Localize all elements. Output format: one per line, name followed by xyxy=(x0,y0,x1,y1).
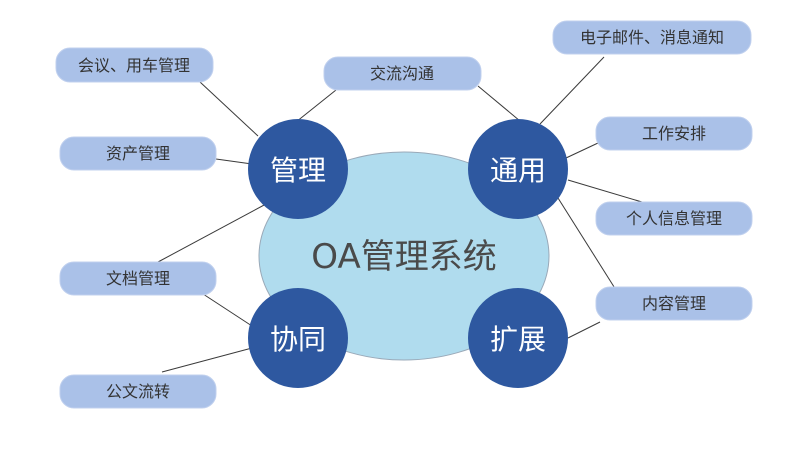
hub-general-circle xyxy=(468,119,568,219)
leaf-asset-label: 资产管理 xyxy=(106,144,170,163)
connector-official-doc xyxy=(161,347,253,373)
leaf-meeting-vehicle-label: 会议、用车管理 xyxy=(78,56,190,75)
leaf-communication-box xyxy=(323,56,482,91)
leaf-meeting-vehicle: 会议、用车管理 xyxy=(55,47,214,83)
connector-document xyxy=(157,203,267,263)
center-label: OA管理系统 xyxy=(311,237,496,277)
leaf-personal-info-box xyxy=(595,201,753,236)
leaf-asset: 资产管理 xyxy=(59,136,217,171)
leaf-content-label: 内容管理 xyxy=(642,294,706,313)
leaf-asset-box xyxy=(59,136,217,171)
connector-work-schedule xyxy=(565,142,599,159)
leaf-content: 内容管理 xyxy=(595,286,753,321)
connector-content xyxy=(557,197,617,291)
leaf-work-schedule: 工作安排 xyxy=(595,116,753,151)
hub-manage-label: 管理 xyxy=(270,154,326,187)
leaf-meeting-vehicle-box xyxy=(55,47,214,83)
connector-content-extend xyxy=(567,321,601,339)
hub-collaborate-label: 协同 xyxy=(270,323,326,356)
leaf-document: 文档管理 xyxy=(59,261,217,296)
connector-communication-general xyxy=(477,85,521,122)
connector-meeting-vehicle xyxy=(199,81,259,137)
leaf-personal-info: 个人信息管理 xyxy=(595,201,753,236)
hub-general-label: 通用 xyxy=(490,154,546,187)
leaf-communication-label: 交流沟通 xyxy=(370,64,434,83)
hub-extend: 扩展 xyxy=(468,288,568,388)
leaf-email-notice: 电子邮件、消息通知 xyxy=(552,20,752,55)
leaf-document-label: 文档管理 xyxy=(106,269,170,288)
hub-general: 通用 xyxy=(468,119,568,219)
hub-extend-label: 扩展 xyxy=(490,323,546,356)
connectors xyxy=(157,56,643,373)
leaf-content-box xyxy=(595,286,753,321)
connector-asset xyxy=(215,158,253,165)
leaf-email-notice-box xyxy=(552,20,752,55)
connector-document-collab xyxy=(199,291,253,327)
connector-email-notice xyxy=(539,56,605,125)
connector-communication-manage xyxy=(295,89,337,123)
leaf-document-box xyxy=(59,261,217,296)
leaf-email-notice-label: 电子邮件、消息通知 xyxy=(580,28,724,47)
connector-personal-info xyxy=(567,179,643,203)
hub-extend-circle xyxy=(468,288,568,388)
hub-collaborate: 协同 xyxy=(248,288,348,388)
leaf-personal-info-label: 个人信息管理 xyxy=(626,209,722,228)
leaf-official-doc: 公文流转 xyxy=(59,374,217,409)
leaf-official-doc-box xyxy=(59,374,217,409)
hub-manage-circle xyxy=(248,119,348,219)
leaf-communication: 交流沟通 xyxy=(323,56,482,91)
hub-manage: 管理 xyxy=(248,119,348,219)
leaf-work-schedule-box xyxy=(595,116,753,151)
leaf-work-schedule-label: 工作安排 xyxy=(642,124,706,143)
hub-collaborate-circle xyxy=(248,288,348,388)
leaf-official-doc-label: 公文流转 xyxy=(106,382,170,401)
